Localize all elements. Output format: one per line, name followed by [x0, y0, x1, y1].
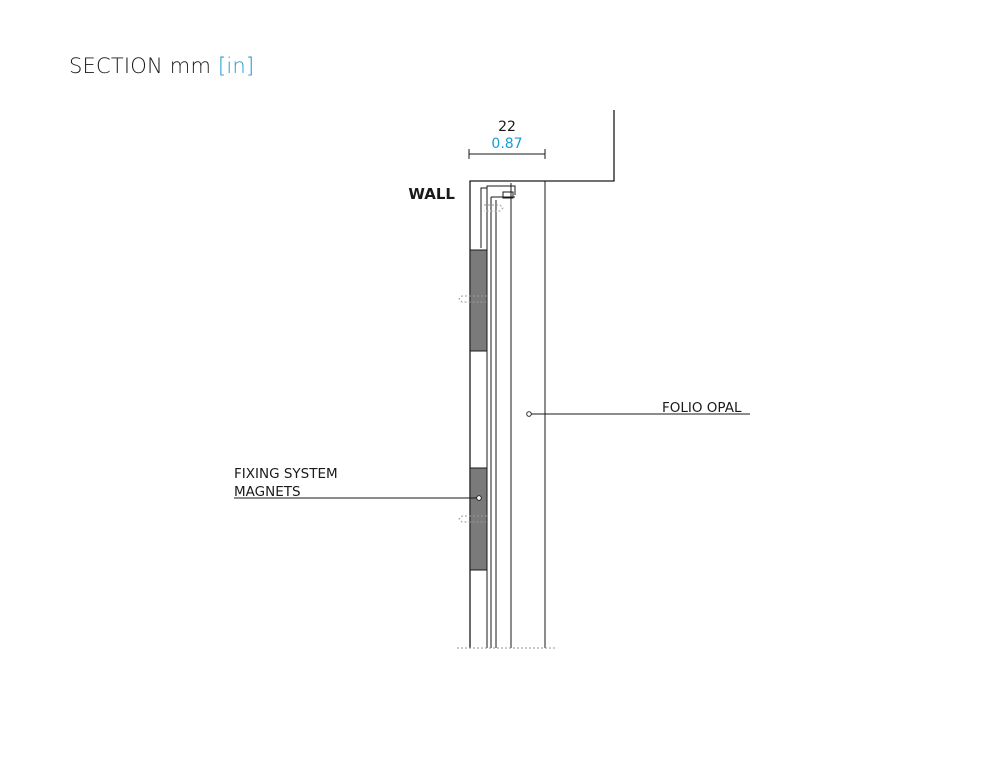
folio-opal-label: FOLIO OPAL [662, 400, 742, 416]
magnet-upper [469, 249, 488, 352]
section-title: SECTION mm [in] [69, 54, 254, 78]
wall-outline [469, 110, 615, 648]
title-imperial-unit: [in] [218, 54, 255, 78]
title-main: SECTION mm [69, 54, 212, 78]
fixing-system-callout: FIXING SYSTEM MAGNETS [234, 466, 482, 501]
hidden-screws [457, 204, 555, 649]
fixing-system-label-line2: MAGNETS [234, 484, 301, 500]
folio-opal-callout: FOLIO OPAL [526, 400, 750, 417]
magnet-lower [469, 467, 488, 571]
dimension-in-value: 0.87 [491, 136, 522, 152]
wall-label: WALL [408, 185, 455, 203]
fixing-system-label-line1: FIXING SYSTEM [234, 466, 338, 482]
dimension-mm-value: 22 [498, 119, 516, 135]
dimension-22: 22 0.87 [468, 119, 546, 159]
panel-layers [495, 181, 546, 648]
